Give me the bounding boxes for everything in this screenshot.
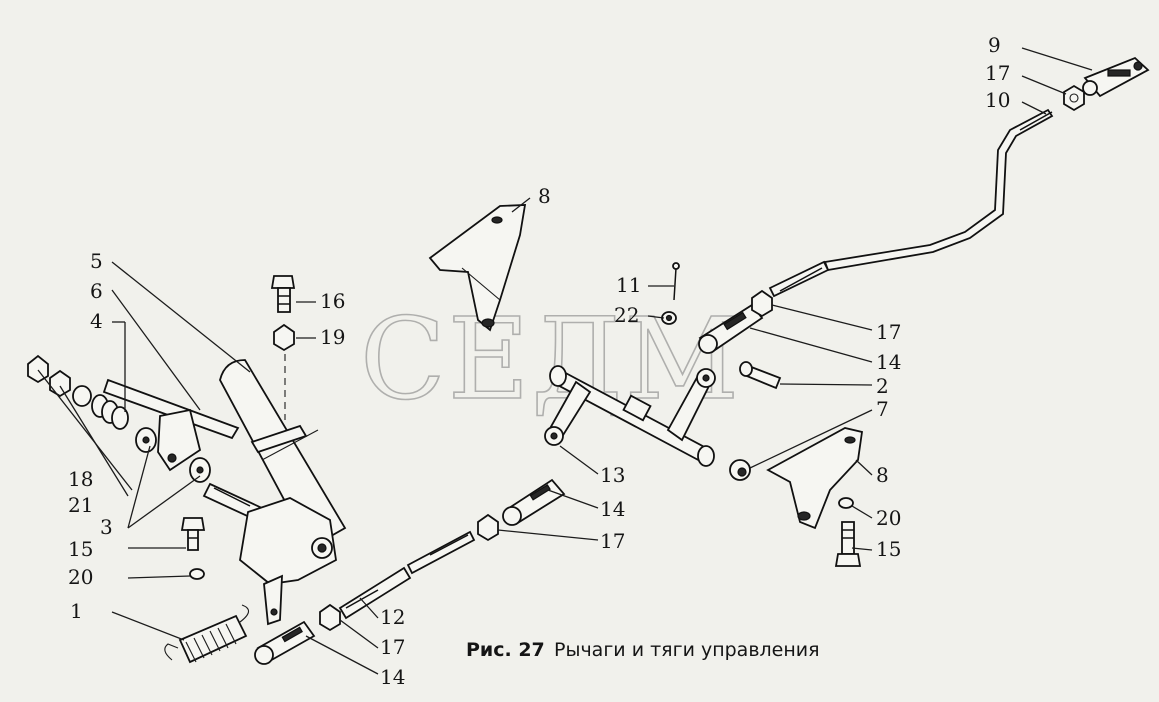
lever-6 [102,378,240,472]
callout-14-lower: 14 [380,665,405,689]
callout-7: 7 [876,397,889,421]
callout-17-middle: 17 [600,529,625,553]
pedal-lever-housing [239,497,337,626]
callout-18: 18 [68,467,93,491]
washer-22 [661,311,677,325]
pedal-5 [219,359,347,550]
callout-15-left: 15 [68,537,93,561]
fork-14-middle [502,478,566,526]
callout-14-right: 14 [876,350,901,374]
threaded-rod-12 [338,530,476,620]
washers-4 [91,394,129,430]
nut-17-top [1063,84,1085,112]
callout-22: 22 [614,303,639,327]
cotter-pin-11 [672,262,680,301]
callout-21: 21 [68,493,93,517]
leader-lines [37,47,1093,675]
bracket-8-right [766,427,864,530]
nut-17-upper [751,289,773,318]
spring-1 [164,604,250,664]
nut-17-lower [319,603,341,632]
bolt-15-right [834,521,862,567]
callout-17-top: 17 [985,61,1010,85]
caption-figure-number: Рис. 27 [466,639,545,661]
callout-20-right: 20 [876,506,901,530]
caption-title: Рычаги и тяги управления [554,639,820,661]
nut-17-middle [477,513,499,542]
washer-3 [135,427,211,483]
callout-1: 1 [70,599,83,623]
callout-8-top: 8 [538,184,551,208]
bracket-8-top [428,204,527,332]
callout-17-right: 17 [876,320,901,344]
callout-10: 10 [985,88,1010,112]
callout-numbers: 9 17 10 8 11 22 17 14 2 7 8 20 15 5 6 4 … [68,33,1010,689]
callout-6: 6 [90,279,103,303]
callout-16: 16 [320,289,345,313]
callout-3: 3 [100,515,113,539]
bolt-15-left [180,517,206,551]
nut-19 [273,323,295,352]
callout-5: 5 [90,249,103,273]
fork-14-upper [698,303,764,354]
fork-9 [1082,56,1150,98]
callout-8-right: 8 [876,463,889,487]
callout-9: 9 [988,33,1001,57]
callout-15-right: 15 [876,537,901,561]
cross-shaft-13 [544,365,716,467]
bolt-16 [270,275,296,313]
callout-20-left: 20 [68,565,93,589]
washer-20-right [838,497,854,509]
washer-20-left [189,568,205,580]
callout-17-lower: 17 [380,635,405,659]
callout-11: 11 [616,273,641,297]
fork-14-lower [254,620,316,665]
callout-13: 13 [600,463,625,487]
long-control-rod [768,108,1054,298]
callout-14-middle: 14 [600,497,625,521]
callout-4: 4 [90,309,103,333]
callout-19: 19 [320,325,345,349]
pin-2 [739,361,782,390]
callout-2: 2 [876,374,889,398]
callout-12: 12 [380,605,405,629]
bushing-7 [729,459,751,481]
figure-caption: Рис. 27 Рычаги и тяги управления [466,639,820,661]
